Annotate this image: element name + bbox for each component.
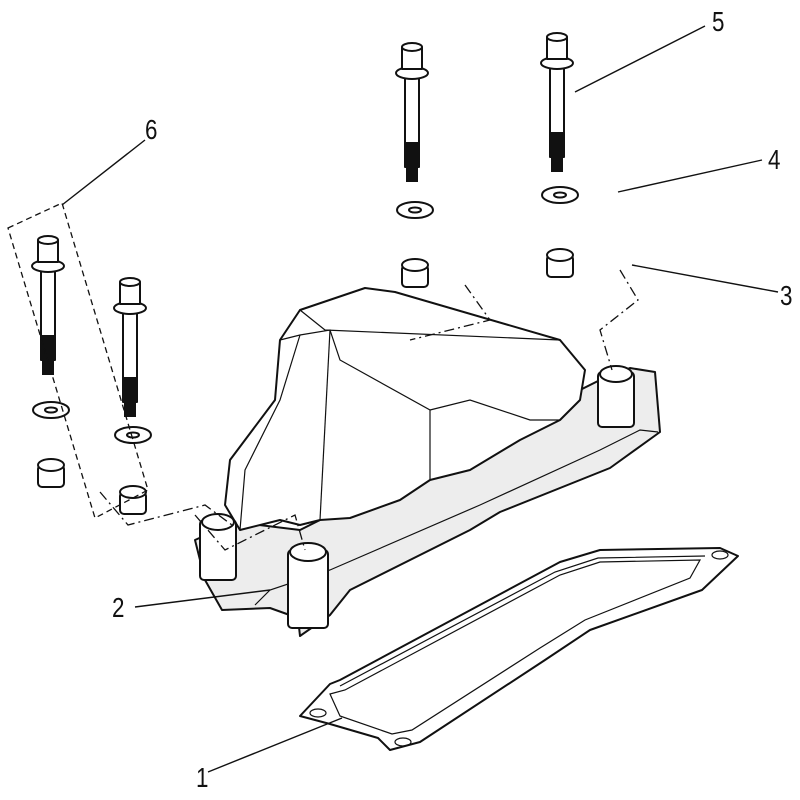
valve-cover	[194, 287, 661, 637]
bolt-head-top	[37, 235, 59, 245]
spacer-top	[546, 248, 574, 262]
bolt-thread	[42, 335, 54, 375]
washer-hole	[126, 431, 140, 439]
bolt-thread	[406, 142, 418, 182]
callout-4: 4	[768, 144, 781, 175]
bolt-head-top	[119, 277, 141, 287]
callout-6: 6	[145, 114, 158, 145]
centerline	[194, 514, 306, 551]
spacer-top	[401, 258, 429, 272]
bolt-head-top	[546, 32, 568, 42]
bolt-head-top	[401, 42, 423, 52]
gasket	[299, 547, 739, 751]
leader-lines	[61, 25, 779, 773]
callout-5: 5	[712, 6, 725, 37]
bolt-thread	[551, 132, 563, 172]
centerline	[599, 269, 639, 371]
callout-3: 3	[780, 280, 793, 311]
spacer-top	[119, 485, 147, 499]
washer-hole	[44, 406, 58, 414]
bolt-thread	[124, 377, 136, 417]
centerline	[409, 284, 492, 341]
centerline	[99, 491, 233, 526]
spacer-top	[37, 458, 65, 472]
washer-hole	[408, 206, 422, 214]
callout-1: 1	[196, 762, 209, 793]
washer-hole	[553, 191, 567, 199]
callout-2: 2	[112, 592, 125, 623]
